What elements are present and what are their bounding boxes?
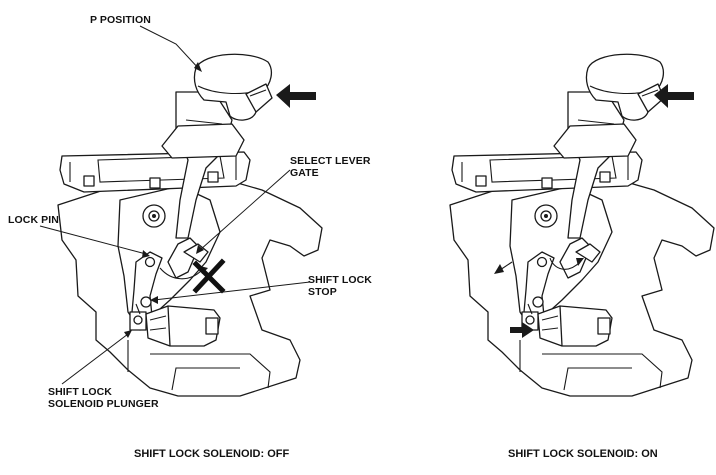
label-solenoid-plunger: SHIFT LOCK SOLENOID PLUNGER [48, 386, 159, 410]
leader-p-position [139, 25, 201, 71]
label-select-lever-gate-line2: GATE [290, 167, 319, 179]
label-select-lever-gate-line1: SELECT LEVER [290, 155, 371, 167]
label-solenoid-plunger-line1: SHIFT LOCK [48, 386, 112, 398]
gate-motion-arrow [159, 267, 203, 280]
push-arrow-icon-right [654, 84, 694, 108]
label-shift-lock-stop-line1: SHIFT LOCK [308, 274, 372, 286]
label-solenoid-plunger-line2: SOLENOID PLUNGER [48, 398, 159, 410]
leader-select-lever-gate [199, 169, 291, 251]
caption-solenoid-on: SHIFT LOCK SOLENOID: ON [508, 448, 658, 460]
solenoid-pull-arrow-icon [510, 322, 534, 338]
caption-solenoid-off: SHIFT LOCK SOLENOID: OFF [134, 448, 290, 460]
leader-lock-pin [39, 225, 147, 255]
assembly-solenoid-off [39, 25, 323, 397]
label-lock-pin: LOCK PIN [8, 214, 59, 226]
blocked-x-icon [192, 258, 226, 294]
label-select-lever-gate: SELECT LEVER GATE [290, 155, 371, 179]
label-p-position: P POSITION [90, 14, 151, 26]
label-shift-lock-stop-line2: STOP [308, 286, 337, 298]
push-arrow-icon [276, 84, 316, 108]
leader-shift-lock-stop [153, 281, 311, 301]
leader-solenoid-plunger [61, 333, 129, 385]
gate-free-arrow [549, 257, 581, 270]
assembly-solenoid-on [449, 53, 715, 397]
label-shift-lock-stop: SHIFT LOCK STOP [308, 274, 372, 298]
